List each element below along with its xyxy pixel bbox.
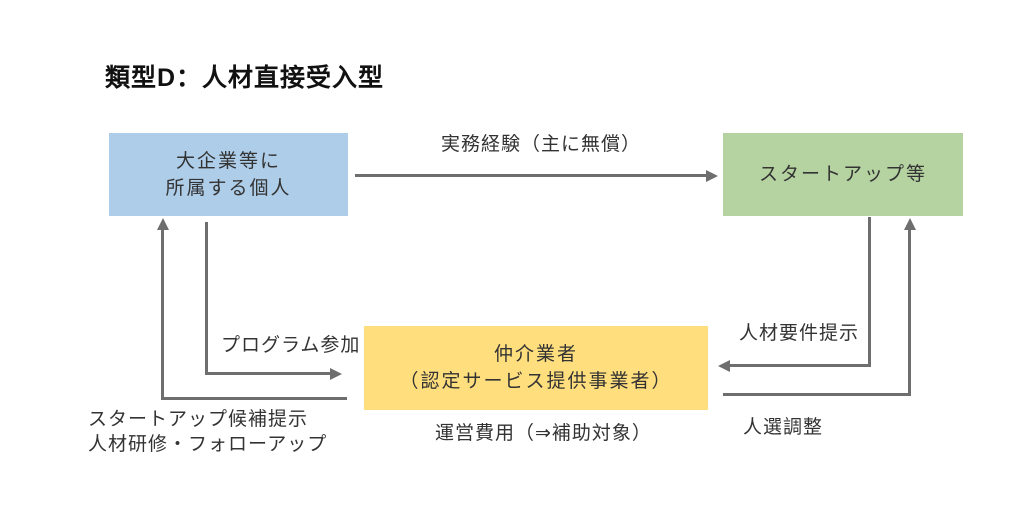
arrow-personnel-adjustment-arrowhead xyxy=(903,218,916,230)
diagram-title: 類型D：人材直接受入型 xyxy=(105,64,385,92)
node-individual-label-line1: 大企業等に xyxy=(175,150,281,172)
node-intermediary-label-line1: 仲介業者 xyxy=(493,344,578,365)
node-individual-label-line2: 所属する個人 xyxy=(165,177,292,199)
arrow-program-participation-shaft-horizontal xyxy=(205,372,331,375)
node-startup: スタートアップ等 xyxy=(723,133,963,216)
edge-label-hr-requirements: 人材要件提示 xyxy=(739,323,860,344)
arrow-hr-requirements-shaft-horizontal xyxy=(730,364,871,367)
node-intermediary-label-line2: （認定サービス提供事業者） xyxy=(399,371,673,392)
arrow-program-participation-arrowhead xyxy=(330,367,342,380)
arrow-program-participation-shaft-vertical xyxy=(205,222,208,375)
edge-label-candidates-line2: 人材研修・フォローアップ xyxy=(88,434,328,455)
arrow-hr-requirements-shaft-vertical xyxy=(868,217,871,367)
arrow-personnel-adjustment-shaft-horizontal xyxy=(723,393,911,396)
edge-label-candidates: スタートアップ候補提示 人材研修・フォローアップ xyxy=(88,407,327,457)
arrow-candidates-shaft-horizontal xyxy=(161,397,347,400)
edge-label-operating-costs: 運営費用（⇒補助対象） xyxy=(435,423,652,444)
edge-label-candidates-line1: スタートアップ候補提示 xyxy=(88,409,309,430)
edge-label-practical-experience: 実務経験（主に無償） xyxy=(441,134,642,155)
node-startup-label: スタートアップ等 xyxy=(758,164,927,185)
edge-label-personnel-adjustment: 人選調整 xyxy=(743,417,824,438)
arrow-practical-experience-arrowhead xyxy=(706,169,718,182)
arrow-personnel-adjustment-shaft-vertical xyxy=(908,229,911,396)
arrow-candidates-arrowhead xyxy=(156,218,169,230)
arrow-practical-experience-shaft xyxy=(355,174,707,177)
node-individual: 大企業等に 所属する個人 xyxy=(109,133,348,216)
arrow-candidates-shaft-vertical xyxy=(161,229,164,400)
edge-label-program-participation: プログラム参加 xyxy=(221,335,361,356)
arrow-hr-requirements-arrowhead xyxy=(718,359,730,372)
node-intermediary: 仲介業者 （認定サービス提供事業者） xyxy=(364,326,708,410)
